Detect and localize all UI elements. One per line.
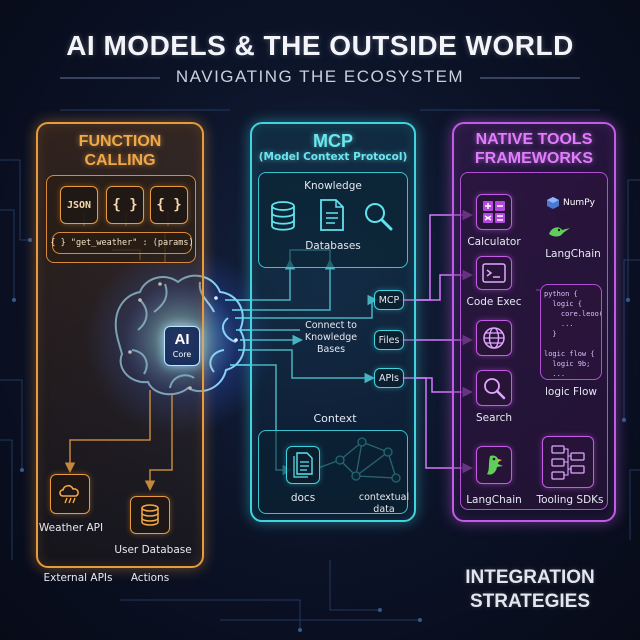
code-exec-label: Code Exec <box>466 296 522 308</box>
tooling-sdks-label: Tooling SDKs <box>536 494 604 506</box>
function-call-example: { } "get_weather" : (params) <box>50 232 194 254</box>
files-tag: Files <box>374 330 404 350</box>
external-apis-label: External APIs <box>43 572 113 584</box>
logic-flow-label: logic Flow <box>544 386 597 398</box>
braces-icon: { } <box>150 186 188 224</box>
page-title: AI MODELS & THE OUTSIDE WORLD <box>66 30 574 61</box>
json-label: JSON <box>66 199 92 211</box>
actions-label: Actions <box>130 572 170 584</box>
calculator-label: Calculator <box>467 236 521 248</box>
native-tools-title-line2: FRAMEWORKS <box>474 150 594 167</box>
contextual-data-label: contextual data <box>358 492 410 515</box>
mcp-title: MCP <box>313 131 353 151</box>
docs-label: docs <box>290 492 316 504</box>
native-tools-title-line1: NATIVE TOOLS <box>475 131 593 148</box>
json-tile: JSON <box>60 186 98 224</box>
ai-core-chip: AI Core <box>164 326 200 366</box>
numpy-label: NumPy <box>563 198 595 208</box>
langchain-bottom-label: LangChain <box>466 494 522 506</box>
numpy-cube-icon <box>547 197 559 209</box>
apis-tag: APIs <box>374 368 404 388</box>
mcp-subtitle: (Model Context Protocol) <box>258 151 408 163</box>
numpy-badge: NumPy <box>546 196 595 210</box>
integration-strategies-label: INTEGRATION STRATEGIES <box>430 566 630 614</box>
ai-core-sublabel: Core <box>172 350 192 359</box>
user-database-label: User Database <box>114 544 192 556</box>
databases-label: Databases <box>305 240 361 252</box>
knowledge-label: Knowledge <box>304 180 362 192</box>
docs-icon <box>286 446 320 484</box>
database-icon <box>268 200 298 236</box>
globe-icon <box>476 320 512 356</box>
document-icon <box>318 198 346 236</box>
code-snippet-text: python { logic { core.leoo() ... } logic… <box>544 290 601 378</box>
mcp-tag: MCP <box>374 290 404 310</box>
flowchart-icon <box>542 436 594 488</box>
weather-api-label: Weather API <box>38 522 104 534</box>
parrot-icon <box>476 446 512 484</box>
langchain-top-label: LangChain <box>545 248 601 260</box>
search-label: Search <box>475 412 513 424</box>
context-box <box>258 430 408 514</box>
search-icon <box>362 200 394 236</box>
braces-icon: { } <box>106 186 144 224</box>
page-subtitle: NAVIGATING THE ECOSYSTEM <box>175 67 465 86</box>
terminal-icon <box>476 256 512 290</box>
function-calling-title-line1: FUNCTION <box>78 133 162 150</box>
parrot-icon <box>546 222 572 244</box>
context-label: Context <box>313 412 357 425</box>
function-calling-title: FUNCTION CALLING <box>36 132 204 170</box>
weather-cloud-icon <box>50 474 90 514</box>
footer-line1: INTEGRATION <box>465 567 595 588</box>
calculator-icon <box>476 194 512 230</box>
footer-line2: STRATEGIES <box>470 591 590 612</box>
database-icon <box>130 496 170 534</box>
code-snippet: python { logic { core.leoo() ... } logic… <box>540 284 602 380</box>
native-tools-title: NATIVE TOOLS FRAMEWORKS <box>452 130 616 168</box>
function-calling-title-line2: CALLING <box>84 152 156 169</box>
connect-to-knowledge-bases-label: Connect to Knowledge Bases <box>304 320 358 355</box>
ai-core-label: AI <box>174 331 190 348</box>
search-icon <box>476 370 512 406</box>
